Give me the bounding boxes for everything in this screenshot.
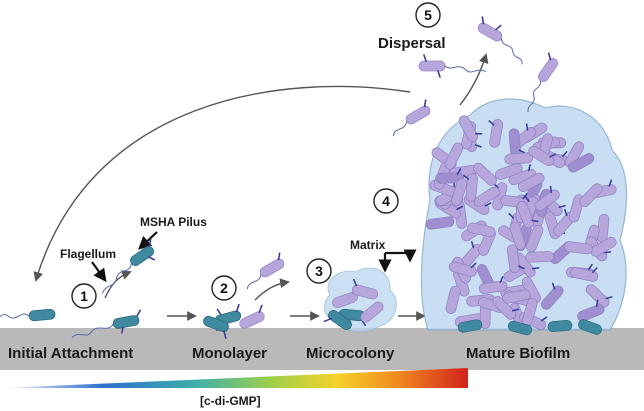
biofilm-cell xyxy=(478,276,508,294)
biofilm-base-cell xyxy=(457,319,483,333)
cycle-return-arrow xyxy=(33,85,411,282)
microcolony xyxy=(323,267,397,333)
biofilm-cell xyxy=(534,185,560,212)
stage-label-microcolony: Microcolony xyxy=(306,345,395,362)
msha-pilus-pointer xyxy=(138,231,158,250)
monolayer-cells xyxy=(201,252,287,339)
biofilm-cell xyxy=(504,152,534,165)
biofilm-cell xyxy=(458,115,483,142)
biofilm-cell xyxy=(528,145,557,167)
flagellum-pointer xyxy=(91,261,107,283)
surface xyxy=(0,328,644,370)
biofilm-cell xyxy=(488,119,504,148)
attached-cell xyxy=(0,308,56,322)
biofilm-base-cell xyxy=(547,320,573,332)
mature-biofilm xyxy=(420,98,628,336)
biofilm-cell xyxy=(492,296,520,320)
biofilm-cell xyxy=(518,172,545,192)
biofilm-cell xyxy=(474,186,500,208)
biofilm-cell xyxy=(494,163,523,180)
biofilm-cell xyxy=(525,224,544,253)
matrix-pointer xyxy=(385,249,417,263)
step-marker-4: 4 xyxy=(373,188,399,214)
step-number: 2 xyxy=(220,280,228,296)
biofilm-cell xyxy=(541,282,564,310)
biofilm-cell xyxy=(585,284,613,308)
biofilm-cell xyxy=(445,285,461,314)
c-di-gmp-label: [c-di-GMP] xyxy=(200,394,261,408)
stage-label-mature-biofilm: Mature Biofilm xyxy=(466,345,570,362)
msha-pilus-label: MSHA Pilus xyxy=(140,215,207,229)
attached-cell xyxy=(71,309,141,339)
biofilm-cell xyxy=(451,178,468,206)
biofilm-cell xyxy=(425,216,455,230)
biofilm-cell xyxy=(577,299,605,322)
step-number: 5 xyxy=(424,7,432,23)
biofilm-cell xyxy=(525,251,555,263)
biofilm-cell xyxy=(435,168,465,184)
swimming-cell xyxy=(101,238,156,294)
stage-label-initial-attachment: Initial Attachment xyxy=(8,345,133,362)
biofilm-cell xyxy=(590,236,617,257)
biofilm-cell xyxy=(467,222,496,238)
step-marker-2: 2 xyxy=(211,275,237,301)
step-number: 4 xyxy=(382,193,390,209)
arrow-detach-2 xyxy=(254,278,290,301)
step-marker-5: 5 xyxy=(415,2,441,28)
flagellum-label: Flagellum xyxy=(60,247,116,261)
biofilm-cell xyxy=(472,162,497,186)
biofilm-cell xyxy=(564,141,585,168)
matrix-label: Matrix xyxy=(350,238,386,252)
dispersal-label: Dispersal xyxy=(378,35,446,52)
biofilm-cell xyxy=(448,261,477,277)
biofilm-cell xyxy=(567,153,595,173)
biofilm-cell xyxy=(462,172,478,202)
biofilm-cells xyxy=(425,115,617,336)
biofilm-cell xyxy=(579,183,603,208)
c-di-gmp-gradient-bar xyxy=(0,368,468,388)
step-number: 3 xyxy=(315,263,323,279)
biofilm-cell xyxy=(502,289,531,304)
biofilm-cell xyxy=(564,241,593,255)
biofilm-cell xyxy=(506,244,525,274)
step-marker-3: 3 xyxy=(306,258,332,284)
arrow-dispersal xyxy=(459,53,489,106)
step-marker-1: 1 xyxy=(71,283,97,309)
biofilm-cell xyxy=(516,200,539,229)
biofilm-base-cell xyxy=(507,320,533,336)
dispersing-cells xyxy=(392,16,560,137)
biofilm-cell xyxy=(509,221,526,250)
step-number: 1 xyxy=(80,288,88,304)
stage-label-monolayer: Monolayer xyxy=(192,345,267,362)
biofilm-cell xyxy=(570,267,599,282)
biofilm-base-cell xyxy=(578,319,602,335)
biofilm-cell xyxy=(444,142,464,170)
